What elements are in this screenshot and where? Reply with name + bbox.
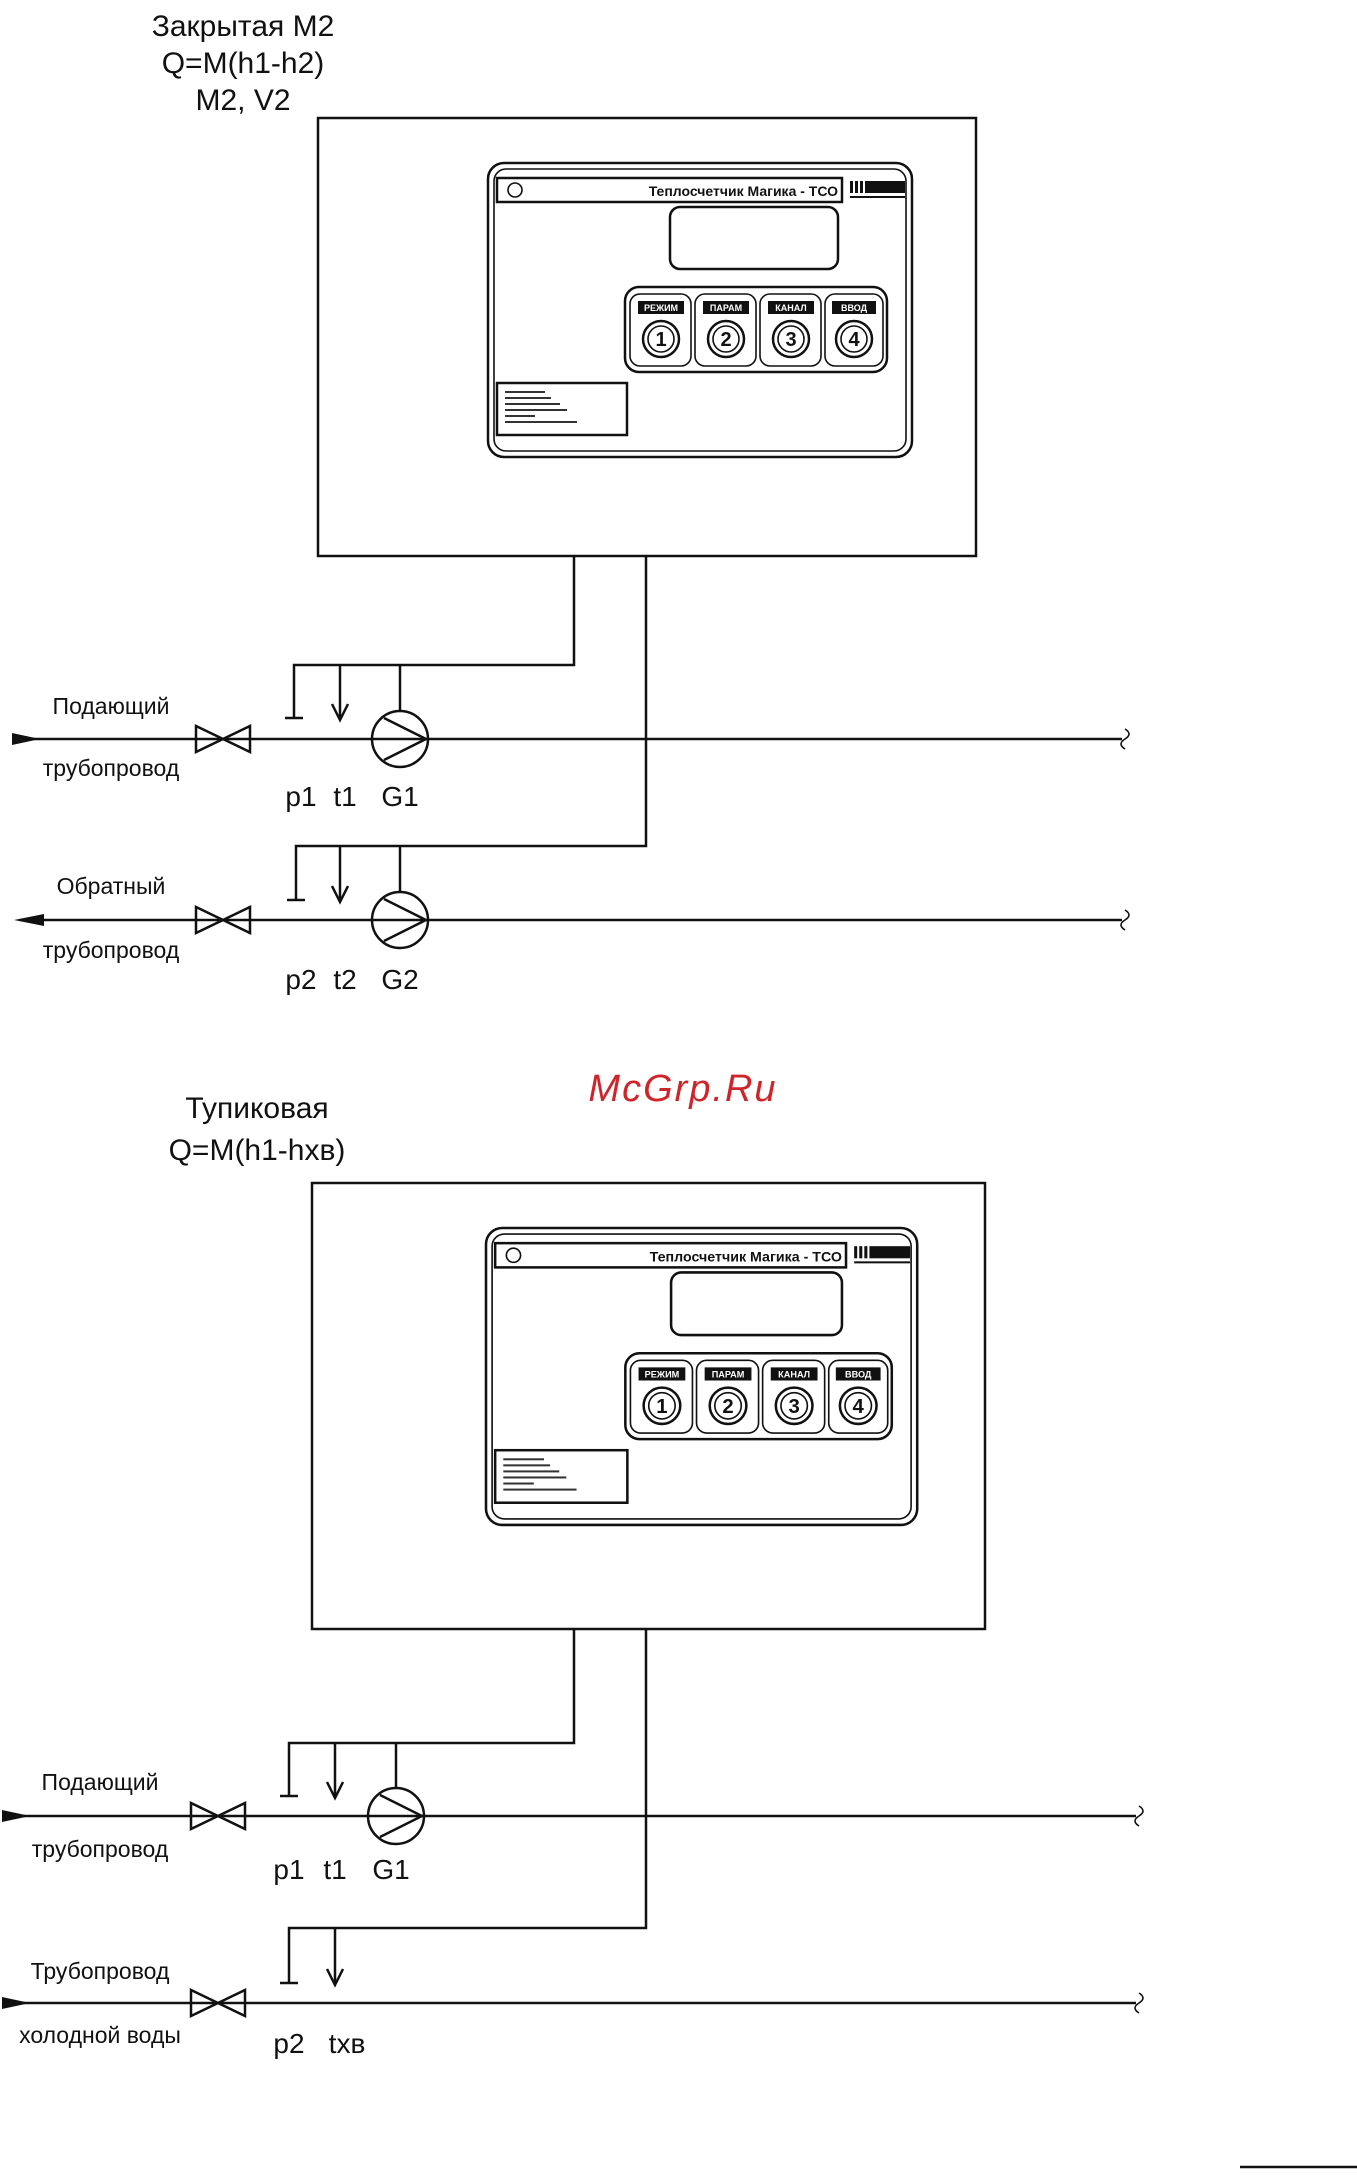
scheme1-title: Закрытая М2 Q=M(h1-h2) M2, V2 (152, 10, 335, 117)
device-button-2[interactable]: 2 (706, 319, 746, 359)
temperature-sensor-label: t1 (333, 781, 356, 812)
flow-arrow-icon (12, 733, 40, 745)
button-label: РЕЖИМ (645, 1370, 680, 1380)
flowmeter-label: G2 (381, 964, 418, 995)
return-label: Обратный (57, 873, 166, 899)
button-label: РЕЖИМ (644, 303, 678, 313)
flow-arrow-icon (2, 1810, 30, 1822)
device-button-1[interactable]: 1 (642, 1386, 682, 1426)
scheme2-formula: Q=M(h1-hхв) (169, 1134, 346, 1167)
scheme1-return-pipe (14, 890, 1130, 950)
temperature-sensor-label: t2 (333, 964, 356, 995)
temperature-sensor-label: t1 (323, 1854, 346, 1885)
button-number: 4 (853, 1396, 865, 1418)
flow-arrow-icon (2, 1997, 30, 2009)
pressure-sensor-label: p1 (285, 781, 316, 812)
device-button-3[interactable]: 3 (774, 1386, 814, 1426)
button-number: 1 (656, 1396, 667, 1418)
temperature-sensor-label: tхв (329, 2028, 366, 2059)
device-button-4[interactable]: 4 (834, 319, 874, 359)
scheme2-device-panel: Теплосчетчик Магика - ТСО РЕЖИМ ПАРАМ КА… (484, 1226, 919, 1527)
button-number: 3 (788, 1396, 799, 1418)
scheme2-title-line1: Тупиковая (185, 1092, 328, 1125)
supply-label: Подающий (42, 1769, 159, 1795)
scheme2-wiring (280, 1629, 648, 1988)
supply-label: трубопровод (32, 1836, 169, 1862)
button-label: КАНАЛ (778, 1370, 810, 1380)
button-number: 2 (720, 329, 731, 351)
scheme2-cold-water-pipe (2, 1988, 1144, 2018)
button-label: ПАРАМ (710, 303, 742, 313)
supply-label: Подающий (53, 693, 170, 719)
return-label: трубопровод (43, 937, 180, 963)
flowmeter-label: G1 (381, 781, 418, 812)
device-button-2[interactable]: 2 (708, 1386, 748, 1426)
button-label: ВВОД (845, 1370, 872, 1380)
supply-label: трубопровод (43, 755, 180, 781)
valve-icon (194, 905, 252, 935)
flowmeter-label: G1 (372, 1854, 409, 1885)
scheme2-cabinet (310, 1181, 987, 1631)
button-number: 2 (722, 1396, 733, 1418)
valve-icon (189, 1801, 247, 1831)
valve-icon (189, 1988, 247, 2018)
cold-water-label: Трубопровод (31, 1958, 170, 1984)
device-button-3[interactable]: 3 (771, 319, 811, 359)
scheme1-params: M2, V2 (195, 84, 290, 117)
scheme1-supply-pipe (12, 709, 1130, 769)
pressure-sensor-label: p1 (273, 1854, 304, 1885)
watermark: McGrp.Ru (588, 1068, 777, 1110)
valve-icon (194, 724, 252, 754)
cold-water-label: холодной воды (19, 2022, 181, 2048)
scheme1-formula: Q=M(h1-h2) (162, 47, 325, 80)
device-button-1[interactable]: 1 (641, 319, 681, 359)
scheme1-wiring (285, 556, 648, 905)
button-label: ВВОД (841, 303, 868, 313)
device-title: Теплосчетчик Магика - ТСО (650, 1249, 842, 1265)
scheme2-title: Тупиковая Q=M(h1-hхв) (169, 1092, 346, 1167)
button-number: 4 (848, 329, 860, 351)
button-label: КАНАЛ (775, 303, 806, 313)
device-title: Теплосчетчик Магика - ТСО (649, 183, 838, 199)
scheme1-title-line1: Закрытая М2 (152, 10, 335, 43)
button-number: 3 (785, 329, 796, 351)
scheme1-device-panel: Теплосчетчик Магика - ТСО РЕЖИМ ПАРАМ КА… (486, 161, 914, 459)
pressure-sensor-label: p2 (273, 2028, 304, 2059)
button-number: 1 (655, 329, 666, 351)
flow-arrow-icon (14, 914, 44, 926)
pressure-sensor-label: p2 (285, 964, 316, 995)
button-label: ПАРАМ (712, 1370, 745, 1380)
scheme2-supply-pipe (2, 1786, 1144, 1846)
device-button-4[interactable]: 4 (838, 1386, 878, 1426)
